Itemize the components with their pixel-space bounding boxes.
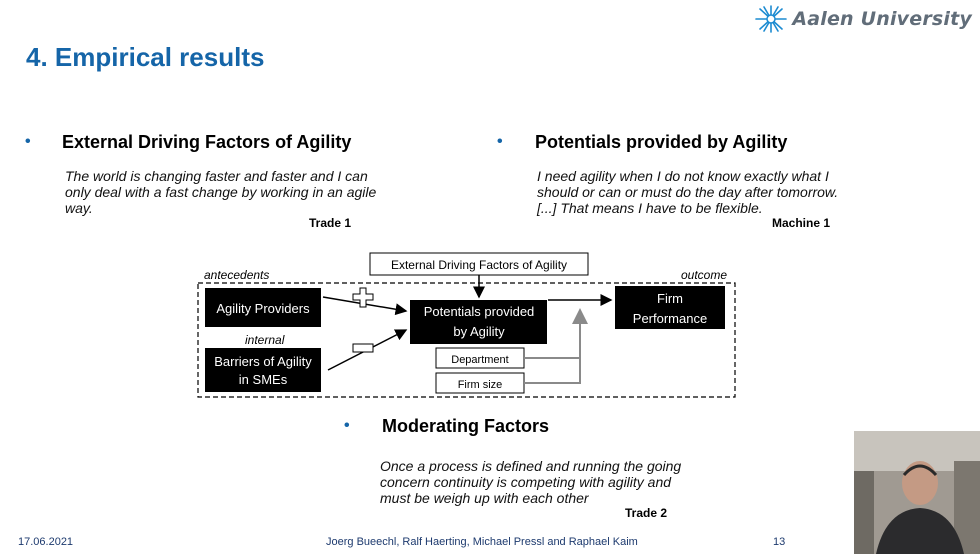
presenter-video-icon [854, 431, 980, 554]
barriers-label-2: in SMEs [239, 372, 288, 387]
bullet-heading-moderating: Moderating Factors [382, 416, 550, 436]
barriers-label-1: Barriers of Agility [214, 354, 312, 369]
bullet-heading-external: External Driving Factors of Agility [62, 132, 352, 152]
quote-moderating: Once a process is defined and running th… [380, 458, 682, 506]
minus-icon [352, 343, 374, 353]
plus-icon [352, 287, 374, 308]
quote-external: The world is changing faster and faster … [65, 168, 377, 216]
barriers-box [205, 348, 321, 392]
bullet-heading-potentials: Potentials provided by Agility [535, 132, 788, 152]
firm-size-moderator-line [524, 308, 588, 384]
outcome-label: outcome [681, 268, 727, 282]
agility-providers-label: Agility Providers [216, 301, 310, 316]
potentials-label-2: by Agility [453, 324, 505, 339]
quote-source-potentials: Machine 1 [772, 216, 831, 230]
firm-performance-label-1: Firm [657, 291, 683, 306]
potentials-label-1: Potentials provided [424, 304, 535, 319]
bullet-dot: • [25, 133, 31, 150]
footer-page-number: 13 [773, 536, 786, 548]
footer-authors: Joerg Bueechl, Ralf Haerting, Michael Pr… [326, 536, 638, 548]
bullet-dot: • [497, 133, 503, 150]
research-model-diagram: antecedents outcome internal External Dr… [197, 252, 736, 398]
agility-providers-box [205, 288, 321, 327]
department-label: Department [451, 354, 508, 366]
webcam-video [854, 431, 980, 554]
starburst-logo-icon [755, 5, 788, 33]
external-factors-label: External Driving Factors of Agility [391, 258, 567, 272]
firm-size-label: Firm size [458, 379, 503, 391]
antecedents-label: antecedents [204, 268, 269, 282]
model-frame [197, 282, 736, 398]
university-logo: Aalen University [750, 4, 972, 34]
logo-text: Aalen University [792, 8, 972, 30]
bullet-dot: • [344, 417, 350, 434]
quote-source-external: Trade 1 [309, 216, 352, 230]
internal-label: internal [245, 333, 285, 347]
potentials-box [410, 300, 547, 344]
quote-source-moderating: Trade 2 [625, 506, 668, 520]
slide-title: 4. Empirical results [26, 42, 265, 72]
quote-potentials: I need agility when I do not know exactl… [537, 168, 839, 216]
firm-performance-box [615, 286, 725, 329]
firm-performance-label-2: Performance [633, 311, 707, 326]
footer-date: 17.06.2021 [18, 536, 74, 548]
